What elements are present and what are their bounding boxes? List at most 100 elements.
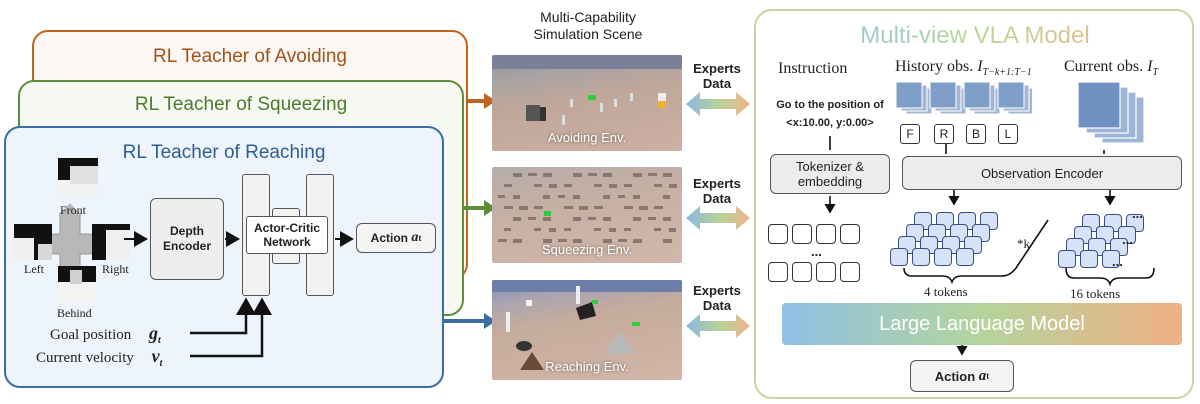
- text-token: [840, 224, 860, 244]
- squeezing-env-image: Squeezing Env.: [492, 167, 682, 263]
- visual-tokens-ellipsis-1: ...: [1132, 206, 1143, 221]
- vla-action-label: Action: [934, 368, 976, 384]
- visual-token: [1080, 250, 1098, 268]
- sixteen-tokens-label: 16 tokens: [1070, 286, 1121, 301]
- wall-segment: [513, 173, 522, 177]
- reaching-env-image: Reaching Env.: [492, 280, 682, 380]
- depth-encoder-block: Depth Encoder: [150, 198, 224, 280]
- wall-segment: [624, 206, 633, 209]
- goal-subscript: t: [158, 335, 161, 346]
- teacher-action-symbol: a: [411, 230, 419, 245]
- view-tag-l: L: [998, 124, 1018, 144]
- view-tag-b: B: [966, 124, 986, 144]
- goal-position-text: Goal position: [50, 327, 132, 343]
- wall-segment: [654, 184, 662, 187]
- squeezing-teacher-title: RL Teacher of Squeezing: [134, 94, 348, 115]
- velocity-arrow: [190, 297, 272, 358]
- avoiding-env-image: Avoiding Env.: [492, 55, 682, 151]
- text-token: [768, 262, 788, 282]
- history-frame: [929, 82, 957, 109]
- experts-data-2: Experts Data: [686, 176, 748, 206]
- history-frames: [896, 82, 1032, 115]
- current-obs-subscript: T: [1152, 67, 1158, 79]
- experts-data-1-line2: Data: [702, 76, 732, 91]
- double-arrow-icon-3: [686, 314, 750, 338]
- wall-segment: [669, 228, 676, 232]
- wall-segment: [633, 217, 641, 221]
- history-obs-symbol: I: [977, 58, 983, 75]
- goal-symbol: g: [149, 323, 158, 343]
- teacher-action-label: Action: [370, 231, 408, 245]
- wall-segment: [543, 239, 552, 243]
- arrow-up-icon: [58, 203, 82, 216]
- experts-data-1-line1: Experts: [693, 61, 741, 76]
- observation-encoder-box: Observation Encoder: [902, 156, 1182, 190]
- text-token: [792, 224, 812, 244]
- text-token: [792, 262, 812, 282]
- current-frames: [1078, 82, 1145, 144]
- behind-depth-image: [58, 266, 96, 302]
- squeezing-arrow-icon: [484, 200, 496, 216]
- wall-segment: [654, 206, 663, 209]
- wall-segment: [603, 195, 610, 199]
- right-depth-image: [92, 224, 130, 260]
- double-arrow-icon-2: [686, 206, 750, 230]
- squeezing-scene-objects: [498, 173, 677, 243]
- double-arrow-icon-1: [686, 92, 750, 116]
- scene-title-line2: Simulation Scene: [533, 26, 643, 42]
- wall-segment: [669, 184, 677, 188]
- history-frame: [997, 82, 1025, 109]
- goal-marker-icon: [588, 95, 596, 100]
- wall-segment: [603, 173, 612, 177]
- wall-segment: [534, 206, 543, 209]
- wall-segment: [504, 228, 511, 231]
- wall-segment: [609, 228, 616, 232]
- wall-segment: [573, 173, 582, 177]
- wall-segment: [579, 206, 588, 210]
- scene-title: Multi-Capability Simulation Scene: [490, 9, 686, 43]
- text-token: [840, 262, 860, 282]
- goal-marker-icon: [632, 322, 640, 326]
- llm-box: Large Language Model: [782, 303, 1182, 345]
- wall-segment: [558, 239, 567, 242]
- experts-data-arrows: [686, 92, 750, 338]
- observation-encoder-label: Observation Encoder: [980, 165, 1104, 181]
- avoiding-teacher-title: RL Teacher of Avoiding: [152, 46, 347, 67]
- depth-views-figure: [14, 158, 130, 302]
- four-tokens-label: 4 tokens: [924, 284, 968, 299]
- wall-segment: [609, 184, 617, 188]
- visual-token: [1058, 250, 1076, 268]
- wall-segment: [504, 206, 513, 209]
- wall-segment: [513, 239, 522, 243]
- vla-title: Multi-view VLA Model: [800, 22, 1150, 50]
- instruction-text: Go to the position of <x:10.00, y:0.00>: [762, 96, 898, 132]
- instruction-line2: <x:10.00, y:0.00>: [786, 117, 874, 129]
- tokenizer-label: Tokenizer & embedding: [796, 159, 864, 189]
- goal-arrow: [190, 297, 256, 335]
- wall-segment: [543, 173, 552, 177]
- reaching-arrow-icon: [484, 313, 496, 329]
- wall-segment: [573, 239, 582, 243]
- avoiding-scene-objects: [492, 55, 682, 125]
- wall-segment: [549, 228, 556, 232]
- teacher-action-subscript: t: [418, 233, 422, 243]
- wall-segment: [543, 195, 550, 199]
- left-label: Left: [24, 262, 44, 276]
- view-tag-f: F: [900, 124, 920, 144]
- current-obs-symbol: I: [1147, 58, 1153, 75]
- scene-title-line1: Multi-Capability: [540, 9, 636, 25]
- avoiding-arrow-icon: [484, 93, 496, 109]
- obstacle-icon: [658, 101, 666, 108]
- avoiding-env-label: Avoiding Env.: [547, 130, 627, 145]
- experts-data-3-line1: Experts: [693, 283, 741, 298]
- brace-16-tokens: [1065, 267, 1155, 287]
- current-velocity-text: Current velocity: [36, 350, 134, 366]
- wall-segment: [633, 195, 640, 199]
- visual-token: [1102, 250, 1120, 268]
- teacher-to-env-arrows: [444, 93, 496, 329]
- velocity-symbol: v: [151, 346, 160, 366]
- wall-segment: [648, 173, 657, 176]
- wall-segment: [558, 195, 565, 198]
- wall-segment: [663, 173, 672, 177]
